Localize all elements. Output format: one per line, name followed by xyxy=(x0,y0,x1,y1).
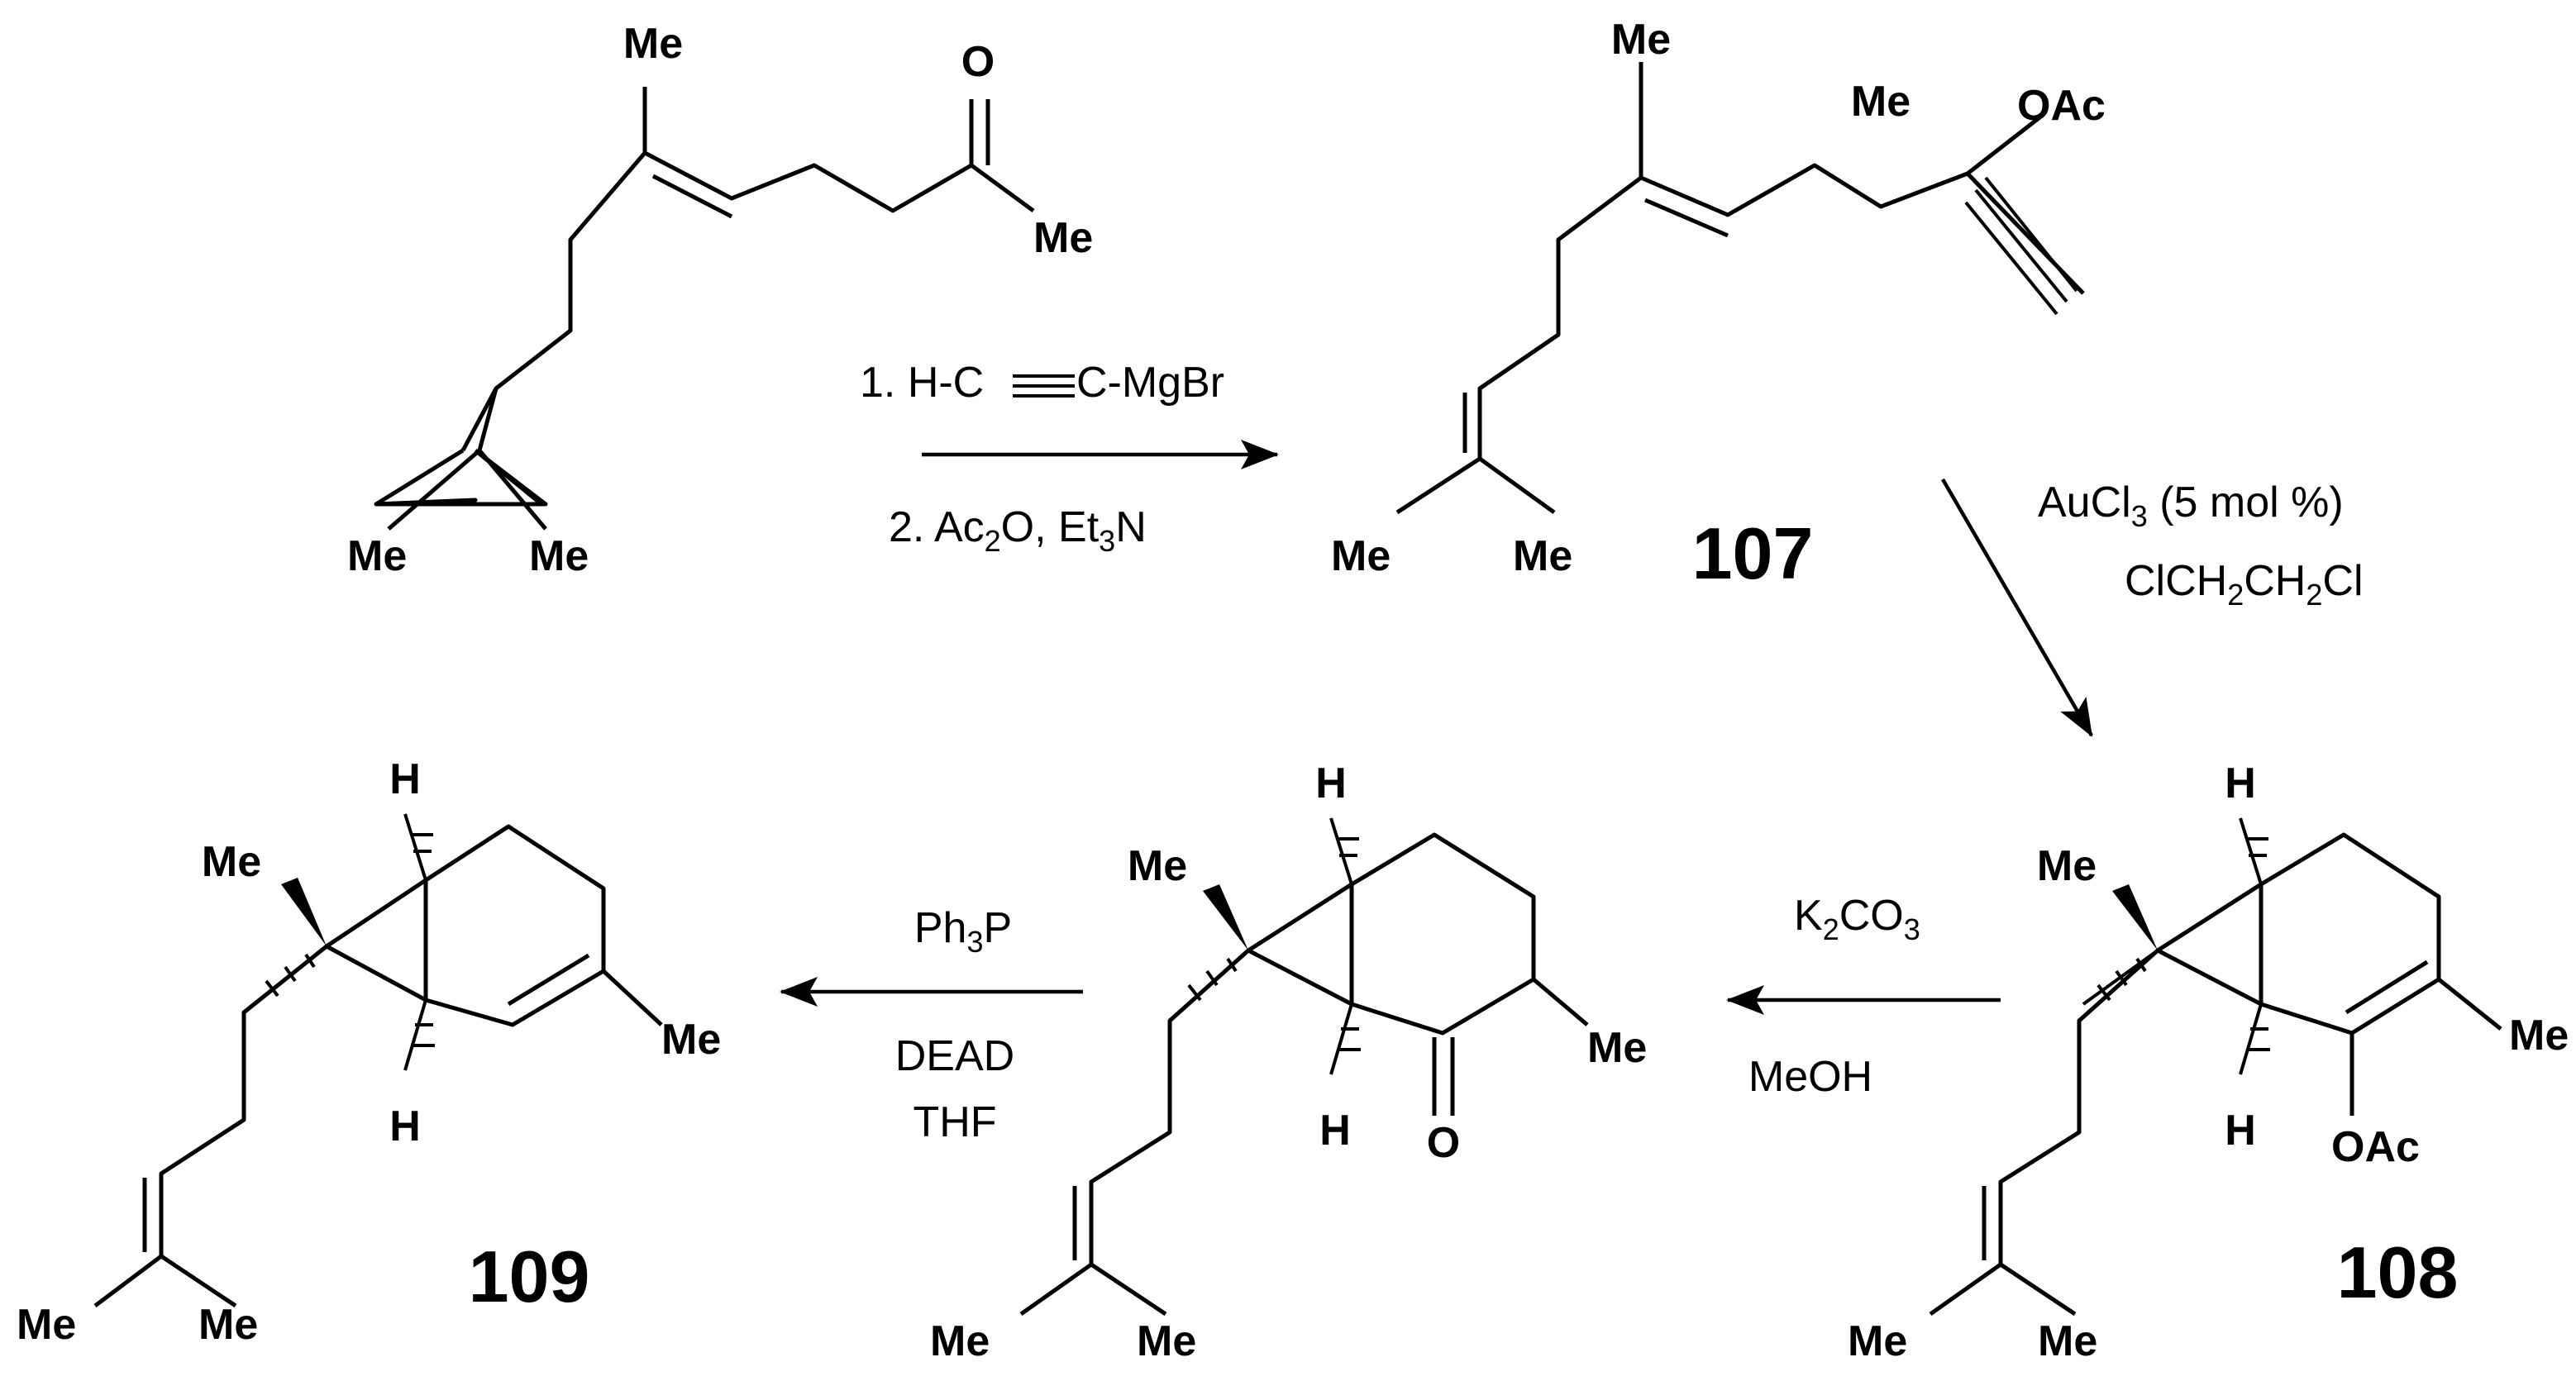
oxygen-label: O xyxy=(1427,1119,1460,1167)
me-label: Me xyxy=(930,1317,990,1365)
cyclopropyl-ketone: H H Me Me O Me Me xyxy=(930,760,1647,1365)
solvent-label: MeOH xyxy=(1748,1053,1872,1101)
hydrogen-label: H xyxy=(2225,760,2256,807)
reagent-line1-post: C-MgBr xyxy=(1076,359,1224,407)
oac-label: OAc xyxy=(2017,82,2106,130)
me-label: Me xyxy=(529,532,589,580)
me-label: Me xyxy=(1033,214,1093,262)
me-label: Me xyxy=(17,1301,76,1349)
me-label: Me xyxy=(1513,532,1572,580)
reagent-line2: 2. Ac2O, Et3N xyxy=(889,503,1147,558)
me-label: Me xyxy=(2509,1012,2569,1060)
compound-109: H H Me Me Me Me 109 xyxy=(17,755,721,1349)
me-label: Me xyxy=(1851,78,1911,126)
compound-108: H H Me Me OAc Me Me 108 xyxy=(1848,760,2569,1365)
compound-number-109: 109 xyxy=(469,1236,590,1317)
step2-conditions: AuCl3 (5 mol %) ClCH2CH2Cl xyxy=(1941,478,2364,737)
hash-bonds xyxy=(265,813,435,1071)
me-label: Me xyxy=(2037,842,2097,890)
hydrogen-label: H xyxy=(389,1102,421,1150)
diagonal-arrow xyxy=(1941,478,2093,737)
solvent-line: ClCH2CH2Cl xyxy=(2125,557,2364,612)
me-label: Me xyxy=(1331,532,1391,580)
dead-label: DEAD xyxy=(895,1032,1014,1080)
hydrogen-label: H xyxy=(389,755,421,803)
me-label: Me xyxy=(347,532,407,580)
me-label: Me xyxy=(623,20,683,68)
starting-ketone: Me O Me Me Me xyxy=(347,20,1093,580)
me-label: Me xyxy=(661,1016,721,1064)
me-label: Me xyxy=(1848,1317,1907,1365)
catalyst-line: AuCl3 (5 mol %) xyxy=(2038,479,2344,533)
compound-number-108: 108 xyxy=(2337,1231,2459,1313)
me-label: Me xyxy=(1137,1317,1196,1365)
base-line: K2CO3 xyxy=(1794,892,1920,946)
me-label: Me xyxy=(202,838,261,886)
compound-number-107: 107 xyxy=(1692,512,1814,594)
me-label: Me xyxy=(1128,842,1187,890)
phosphine-line: Ph3P xyxy=(914,904,1012,959)
hydrogen-label: H xyxy=(1315,760,1347,807)
hash-bonds xyxy=(2082,817,2270,1075)
svg-text:1. H-C: 1. H-C xyxy=(860,359,984,407)
reagent-line1-pre: 1. H-C xyxy=(860,359,984,407)
me-label: Me xyxy=(198,1301,258,1349)
hydrogen-label: H xyxy=(2225,1107,2256,1155)
me-label: Me xyxy=(2038,1317,2097,1365)
svg-text:C-MgBr: C-MgBr xyxy=(1076,359,1224,407)
me-label: Me xyxy=(1587,1024,1647,1072)
hash-bonds xyxy=(1187,817,1361,1075)
compound-107: Me Me OAc Me Me 107 xyxy=(1331,16,2106,594)
oxygen-label: O xyxy=(961,38,995,86)
step4-conditions: Ph3P DEAD THF xyxy=(780,904,1083,1146)
hydrogen-label: H xyxy=(1319,1107,1351,1155)
oac-label: OAc xyxy=(2331,1123,2420,1171)
step1-conditions: 1. H-C C-MgBr 2. Ac2O, Et3N xyxy=(860,359,1279,558)
step3-conditions: K2CO3 MeOH xyxy=(1726,892,2001,1101)
thf-label: THF xyxy=(913,1098,996,1146)
me-label: Me xyxy=(1611,16,1671,64)
